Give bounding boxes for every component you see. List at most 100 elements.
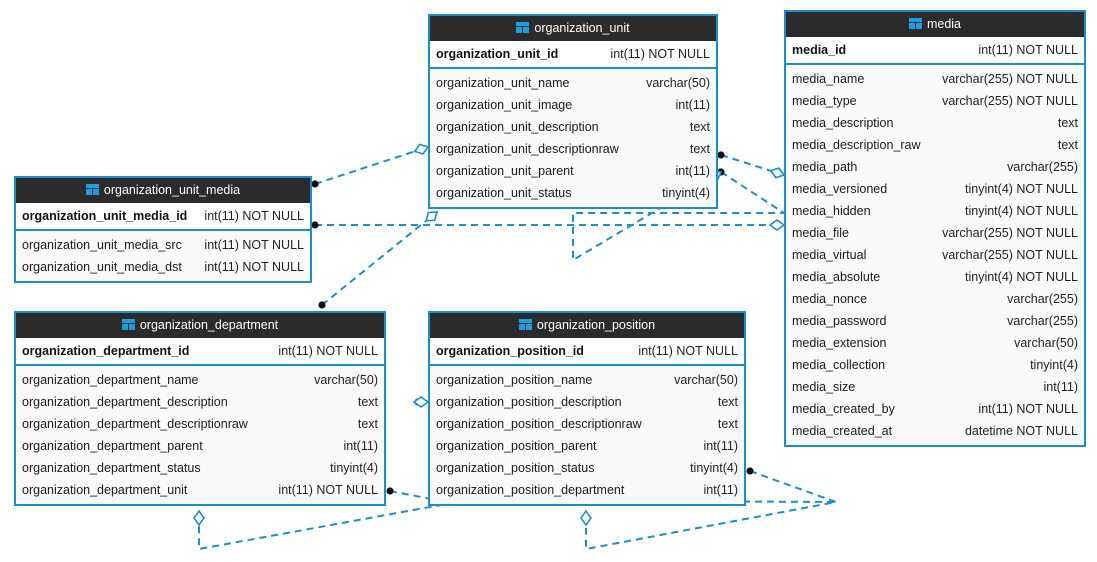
table-header-organization_unit[interactable]: organization_unit	[430, 16, 716, 41]
relationship-source-dot	[311, 180, 319, 188]
table-header-organization_position[interactable]: organization_position	[430, 313, 744, 338]
table-title: organization_unit_media	[103, 183, 241, 197]
column-field-type: int(11) NOT NULL	[204, 260, 304, 274]
relationship-unit-media-src-to-unit[interactable]	[311, 142, 430, 188]
column-field-name: organization_position_department	[436, 483, 625, 497]
column-field-name: media_description	[792, 116, 894, 130]
column-field-type: varchar(50)	[314, 373, 378, 387]
column-field-name: media_password	[792, 314, 887, 328]
relationship-department-unit-to-unit[interactable]	[318, 208, 440, 309]
column-field-name: organization_position_descriptionraw	[436, 417, 642, 431]
column-field-name: media_size	[792, 380, 856, 394]
column-field-type: int(11)	[1043, 380, 1078, 394]
relationship-source-dot	[746, 467, 754, 475]
column-row[interactable]: media_password varchar(255)	[786, 310, 1084, 332]
relationship-source-dot	[311, 221, 319, 229]
table-organization_position[interactable]: organization_position organization_positi…	[428, 311, 746, 506]
pk-field-type: int(11) NOT NULL	[638, 344, 738, 358]
relationship-source-dot	[386, 487, 394, 495]
table-header-organization_unit_media[interactable]: organization_unit_media	[16, 178, 310, 203]
column-field-type: varchar(255)	[1007, 314, 1078, 328]
relationship-unit-media-dst-to-media[interactable]	[311, 219, 786, 231]
column-field-type: text	[717, 417, 738, 431]
table-icon	[516, 22, 530, 33]
column-field-type: int(11)	[343, 439, 378, 453]
column-row[interactable]: organization_unit_status tinyint(4)	[430, 182, 716, 204]
column-row[interactable]: organization_position_descriptionraw text	[430, 413, 744, 435]
column-row[interactable]: media_size int(11)	[786, 376, 1084, 398]
relationship-source-dot	[414, 398, 422, 406]
table-title: organization_position	[536, 318, 656, 332]
column-field-name: organization_unit_description	[436, 120, 599, 134]
column-field-type: tinyint(4)	[662, 186, 710, 200]
relationship-department-to-position[interactable]	[412, 396, 430, 408]
column-field-type: int(11) NOT NULL	[204, 238, 304, 252]
column-field-name: organization_unit_status	[436, 186, 572, 200]
relationship-unit-image-to-media[interactable]	[717, 151, 786, 179]
column-field-name: organization_department_description	[22, 395, 228, 409]
column-field-type: int(11)	[703, 439, 738, 453]
column-field-type: text	[717, 395, 738, 409]
column-field-name: media_absolute	[792, 270, 881, 284]
table-header-organization_department[interactable]: organization_department	[16, 313, 384, 338]
column-field-name: organization_position_status	[436, 461, 595, 475]
column-field-name: organization_department_status	[22, 461, 201, 475]
relationship-target-diamond	[193, 509, 205, 527]
table-title: organization_unit	[534, 21, 630, 35]
table-organization_unit_media[interactable]: organization_unit_media organization_unit…	[14, 176, 312, 283]
table-header-media[interactable]: media	[786, 12, 1084, 37]
column-field-name: media_virtual	[792, 248, 867, 262]
column-field-type: datetime NOT NULL	[964, 424, 1078, 438]
pk-field-type: int(11) NOT NULL	[978, 43, 1078, 57]
relationship-target-diamond	[412, 396, 430, 408]
column-field-type: text	[689, 142, 710, 156]
column-field-name: organization_unit_image	[436, 98, 573, 112]
column-field-type: varchar(50)	[1014, 336, 1078, 350]
column-field-type: tinyint(4) NOT NULL	[965, 270, 1078, 284]
column-field-type: tinyint(4)	[1030, 358, 1078, 372]
column-row[interactable]: media_absolute tinyint(4) NOT NULL	[786, 266, 1084, 288]
relationship-source-dot	[717, 168, 725, 176]
